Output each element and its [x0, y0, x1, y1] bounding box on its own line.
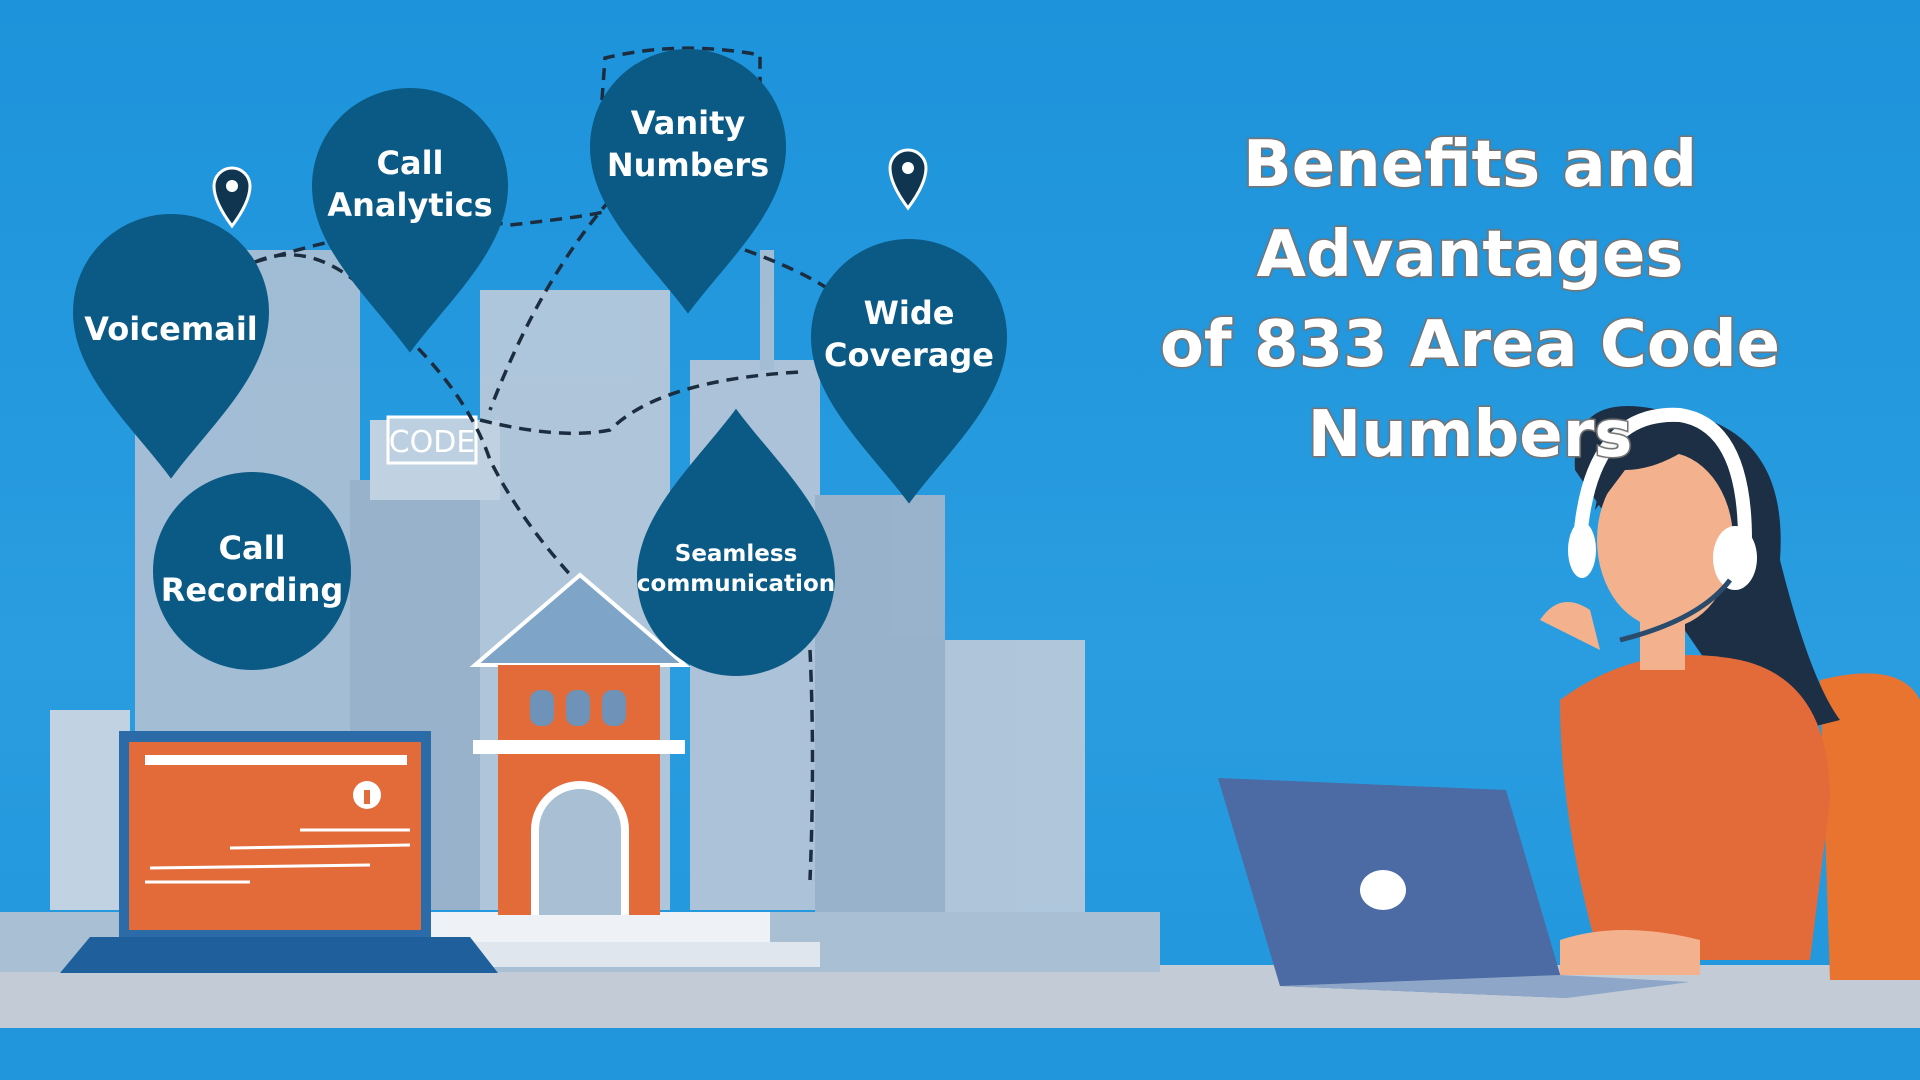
- feature-label-wide-coverage: Wide Coverage: [823, 294, 994, 374]
- feature-label-voicemail: Voicemail: [84, 310, 258, 349]
- floor: [0, 965, 1920, 1028]
- location-pin-icon: [888, 148, 928, 211]
- agent-woman: [1540, 406, 1920, 980]
- title-line-2: of 833 Area Code Numbers: [1158, 307, 1781, 474]
- call-recording-circle: [153, 472, 351, 670]
- right-laptop: [1218, 778, 1690, 998]
- page-title: Benefits and Advantages of 833 Area Code…: [1030, 120, 1910, 480]
- title-line-1: Benefits and Advantages: [1241, 127, 1698, 294]
- orange-house: [469, 572, 691, 915]
- code-sign-text: CODE: [389, 425, 476, 460]
- feature-label-call-recording: Call Recording: [160, 529, 344, 609]
- feature-label-seamless-communication: Seamless communication: [636, 541, 836, 597]
- location-pin-icon: [212, 166, 252, 229]
- left-laptop: [60, 731, 498, 973]
- feature-label-vanity-numbers: Vanity Numbers: [606, 104, 770, 184]
- code-sign: [386, 415, 478, 465]
- feature-label-call-analytics: Call Analytics: [327, 144, 493, 224]
